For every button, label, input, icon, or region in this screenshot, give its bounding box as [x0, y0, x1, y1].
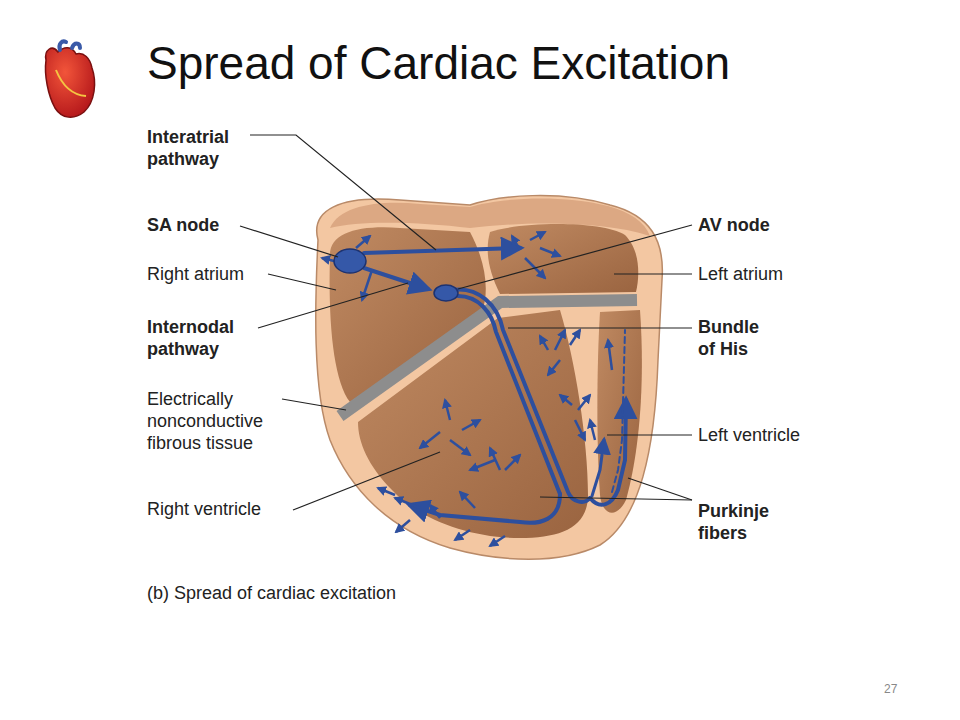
spread-arrow	[470, 460, 495, 470]
spread-arrow	[395, 498, 420, 508]
spread-arrow	[505, 455, 520, 470]
spread-arrow	[450, 440, 470, 455]
spread-arrow	[490, 536, 505, 546]
part-label: Left atrium	[698, 263, 783, 285]
spread-arrow	[570, 330, 580, 345]
spread-arrow	[555, 330, 565, 350]
fibrous-band	[340, 300, 637, 416]
slide-title: Spread of Cardiac Excitation	[147, 36, 730, 90]
spread-arrow	[420, 432, 440, 448]
page-number: 27	[884, 682, 897, 696]
part-label: Bundle of His	[698, 316, 778, 360]
spread-arrow	[396, 520, 410, 532]
leader-lines	[240, 135, 692, 510]
part-label: Purkinje fibers	[698, 500, 778, 544]
part-label: AV node	[698, 214, 770, 236]
av-node-shape	[434, 285, 458, 301]
spread-arrow	[575, 420, 585, 440]
heart-wall	[316, 196, 663, 560]
spread-arrow	[590, 420, 595, 440]
left-atrium-cavity	[488, 224, 639, 294]
heart-icon	[45, 41, 94, 117]
spread-arrow	[560, 395, 572, 405]
spread-arrow	[455, 530, 470, 540]
part-label: Electrically nonconductive fibrous tissu…	[147, 388, 277, 454]
spread-arrows	[322, 232, 612, 546]
sa-node-shape	[334, 249, 366, 273]
spread-arrow	[548, 360, 560, 375]
spread-arrow	[578, 395, 590, 410]
part-label: Interatrial pathway	[147, 126, 247, 170]
conduction-system	[364, 248, 626, 523]
spread-arrow	[530, 232, 545, 240]
spread-arrow	[378, 488, 395, 495]
spread-arrow	[460, 492, 475, 508]
part-label: Right ventricle	[147, 498, 261, 520]
figure-caption: (b) Spread of cardiac excitation	[147, 582, 396, 604]
spread-arrow	[540, 336, 548, 350]
spread-arrow	[445, 400, 450, 420]
part-label: Right atrium	[147, 263, 244, 285]
spread-arrow	[462, 420, 480, 430]
spread-arrow	[540, 248, 560, 256]
spread-arrow	[512, 236, 520, 250]
part-label: SA node	[147, 214, 219, 236]
part-label: Left ventricle	[698, 424, 800, 446]
right-ventricle-cavity	[358, 310, 588, 538]
spread-arrow	[490, 448, 500, 470]
spread-arrow	[356, 236, 370, 248]
spread-arrow	[608, 340, 612, 370]
spread-arrow	[430, 505, 440, 518]
part-label: Internodal pathway	[147, 316, 255, 360]
